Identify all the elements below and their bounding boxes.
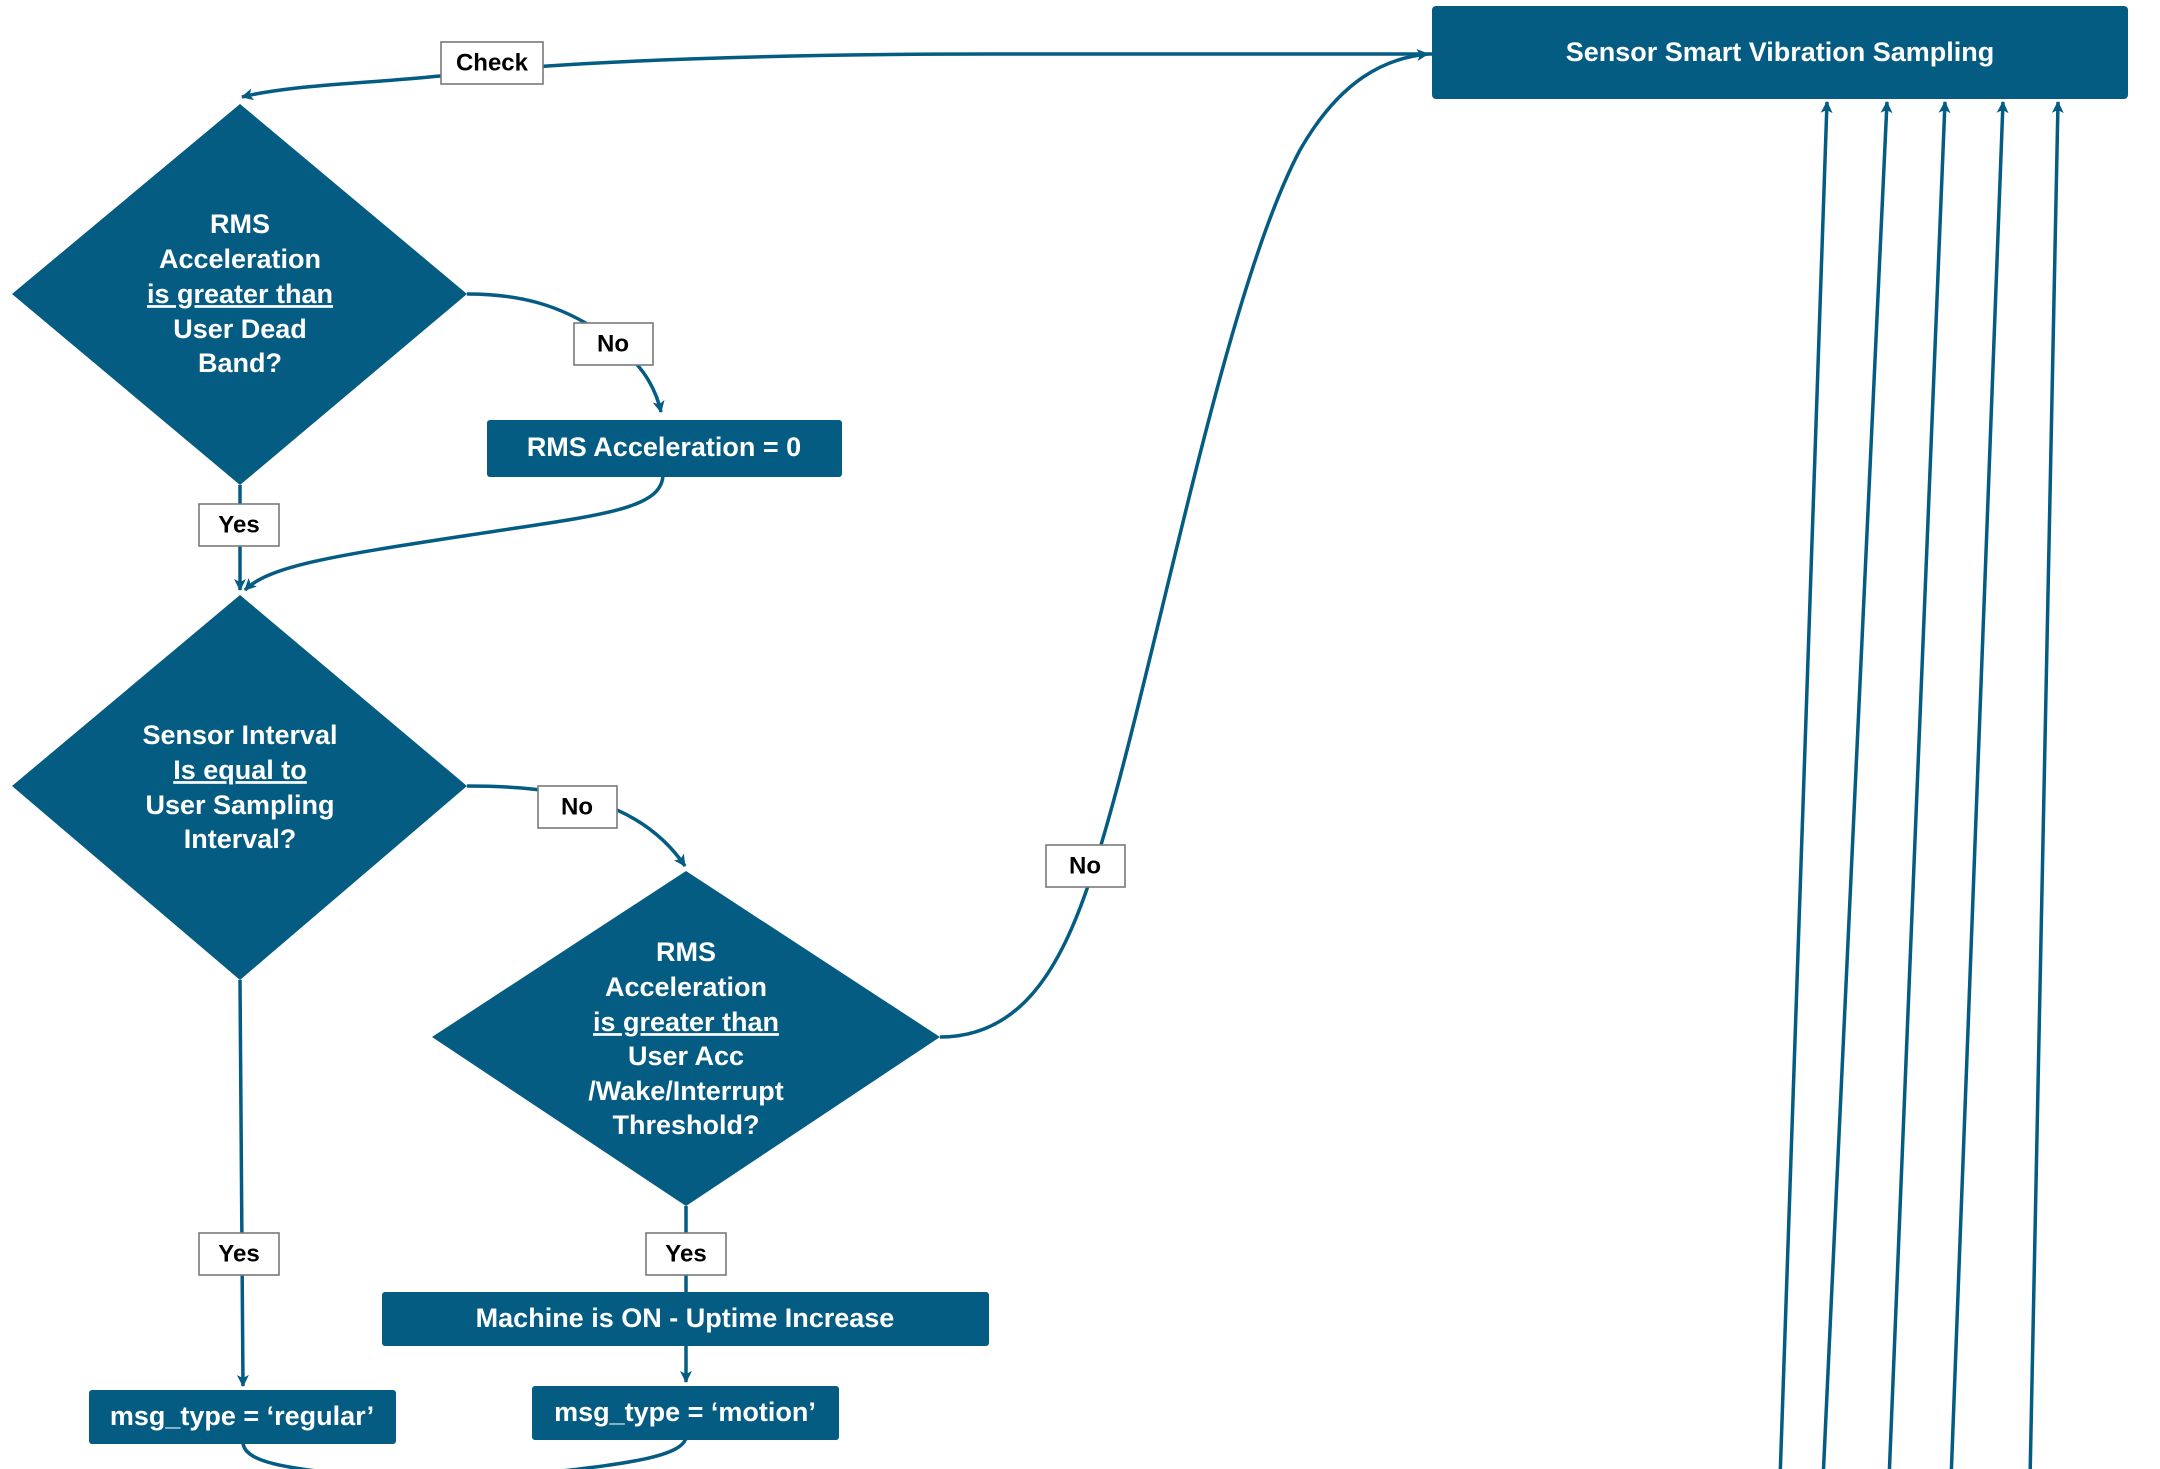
label-deadband-yes-text: Yes [218,511,259,538]
label-deadband-no: No [573,322,654,366]
node-rms-zero: RMS Acceleration = 0 [487,420,842,477]
node-machine-on-text: Machine is ON - Uptime Increase [476,1303,895,1333]
decision-threshold-line-1: RMS [656,937,716,967]
decision-deadband-line-4: User Dead [173,314,307,344]
decision-threshold: RMS Acceleration is greater than User Ac… [432,871,940,1206]
node-msg-regular-text: msg_type = ‘regular’ [110,1401,374,1431]
label-deadband-yes: Yes [198,503,280,547]
decision-threshold-line-3: is greater than [593,1007,779,1037]
edge-sampling-to-deadband [241,52,1432,101]
decision-threshold-line-5: /Wake/Interrupt [588,1076,784,1106]
node-sampling-text: Sensor Smart Vibration Sampling [1566,37,1995,67]
decision-threshold-line-2: Acceleration [605,972,767,1002]
decision-interval-line-3: User Sampling [145,790,334,820]
decision-threshold-line-4: User Acc [628,1041,744,1071]
label-check-text: Check [456,49,529,76]
edge-return-3 [1887,101,1951,1469]
node-rms-zero-text: RMS Acceleration = 0 [527,432,801,462]
label-threshold-yes: Yes [645,1232,727,1276]
edges [234,49,2064,1469]
node-machine-on: Machine is ON - Uptime Increase [382,1292,989,1346]
edge-return-2 [1821,101,1893,1469]
label-interval-yes: Yes [198,1232,280,1276]
label-threshold-yes-text: Yes [665,1240,706,1267]
decision-interval-line-2: Is equal to [173,755,307,785]
edge-motion-continue [564,1435,688,1469]
decision-deadband-line-3: is greater than [147,279,333,309]
decision-interval-line-1: Sensor Interval [142,720,337,750]
edge-regular-continue [241,1441,315,1469]
decision-deadband: RMS Acceleration is greater than User De… [12,104,467,485]
node-msg-regular: msg_type = ‘regular’ [89,1390,396,1444]
decision-deadband-line-5: Band? [198,348,282,378]
edge-rmszero-to-interval [243,473,665,592]
node-sampling: Sensor Smart Vibration Sampling [1432,6,2128,99]
label-threshold-no: No [1045,844,1126,888]
node-msg-motion-text: msg_type = ‘motion’ [554,1397,816,1427]
edge-threshold-no [939,49,1429,1039]
edge-return-1 [1778,101,1833,1469]
label-interval-no-text: No [561,793,593,820]
decision-threshold-line-6: Threshold? [613,1110,760,1140]
decision-interval-line-4: Interval? [184,824,297,854]
decision-deadband-line-1: RMS [210,209,270,239]
decision-deadband-line-2: Acceleration [159,244,321,274]
label-interval-yes-text: Yes [218,1240,259,1267]
decision-interval: Sensor Interval Is equal to User Samplin… [12,595,467,980]
label-deadband-no-text: No [597,330,629,357]
node-msg-motion: msg_type = ‘motion’ [532,1386,839,1440]
label-interval-no: No [537,785,618,829]
label-threshold-no-text: No [1069,852,1101,879]
label-check: Check [440,41,544,85]
edge-return-5 [2028,101,2064,1469]
edge-return-4 [1949,101,2009,1469]
edge-interval-yes [236,979,249,1387]
